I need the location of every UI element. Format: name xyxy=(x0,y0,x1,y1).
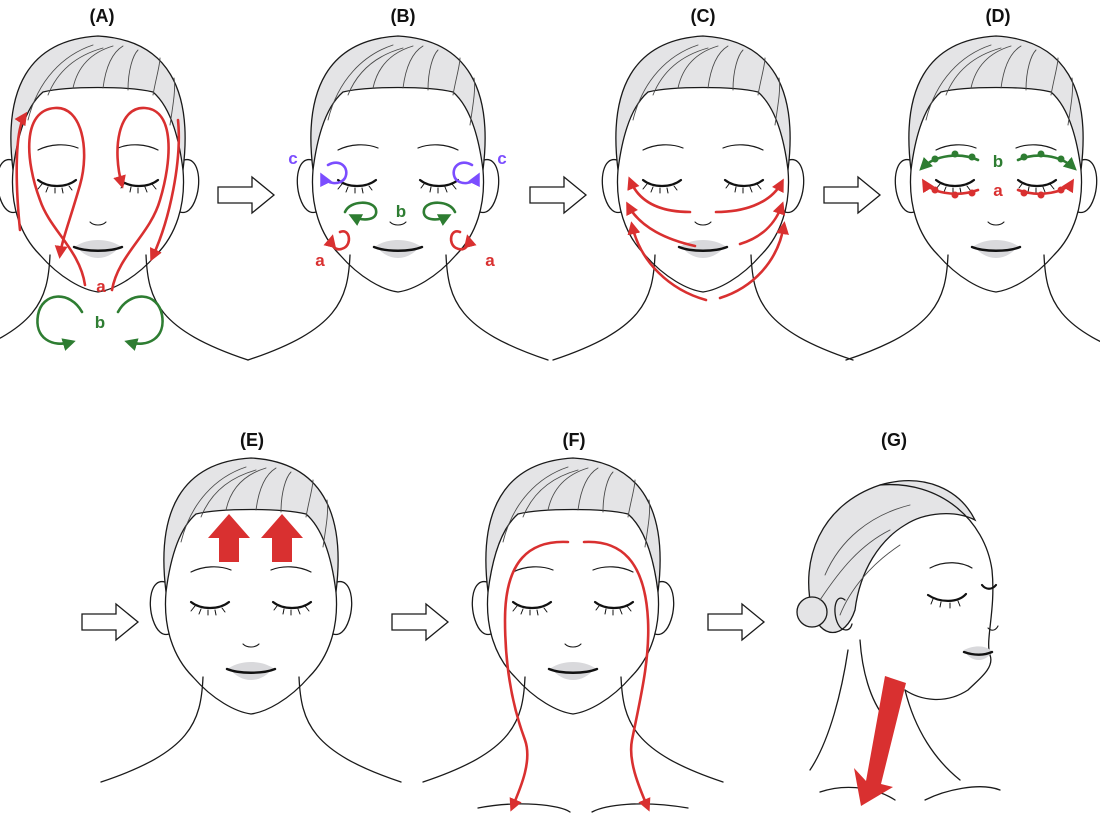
green-massage-path xyxy=(422,201,457,226)
red-massage-path xyxy=(110,106,170,292)
mark-a-label: a xyxy=(96,277,106,296)
step-arrow-icon xyxy=(217,176,275,214)
mark-b-label: b xyxy=(95,313,105,332)
green-massage-path xyxy=(36,295,84,351)
red-massage-path xyxy=(14,111,28,232)
head-illustration xyxy=(421,456,725,784)
panel-c: (C) xyxy=(551,6,855,362)
head-illustration xyxy=(0,34,250,362)
panel-e: (E) xyxy=(99,430,403,784)
panel-d-label: (D) xyxy=(986,6,1011,26)
mark-c-label: c xyxy=(497,149,506,168)
step-arrow-icon xyxy=(81,603,139,641)
mark-a-label: a xyxy=(485,251,495,270)
red-massage-path xyxy=(503,540,570,812)
panel-b: (B) c c b a a xyxy=(246,6,550,362)
step-arrow-icon xyxy=(391,603,449,641)
up-arrow-icon xyxy=(208,514,250,562)
collarbone-line xyxy=(477,803,571,813)
mark-b-label: b xyxy=(396,202,406,221)
red-massage-path xyxy=(323,230,351,251)
green-dots xyxy=(931,150,1065,163)
step-arrow-icon xyxy=(707,603,765,641)
panel-d: (D) b a xyxy=(844,6,1100,362)
panel-e-label: (E) xyxy=(240,430,264,450)
head-illustration xyxy=(246,34,550,362)
red-massage-path xyxy=(27,106,87,287)
red-massage-path xyxy=(582,540,651,812)
panel-g-label: (G) xyxy=(881,430,907,450)
panel-a-label: (A) xyxy=(90,6,115,26)
step-arrow-icon xyxy=(823,176,881,214)
purple-massage-path xyxy=(452,161,480,188)
panel-a: (A) a b xyxy=(0,6,250,362)
panel-c-label: (C) xyxy=(691,6,716,26)
step-arrow-icon xyxy=(529,176,587,214)
mark-a-label: a xyxy=(315,251,325,270)
head-illustration xyxy=(844,34,1100,362)
green-massage-path xyxy=(343,201,378,226)
red-massage-path xyxy=(627,176,692,214)
panel-f-label: (F) xyxy=(563,430,586,450)
mark-b-label: b xyxy=(993,152,1003,171)
down-arrow-icon xyxy=(854,676,906,806)
red-massage-path xyxy=(150,118,181,262)
mark-c-label: c xyxy=(288,149,297,168)
red-dots xyxy=(931,186,1065,199)
red-massage-path xyxy=(627,221,708,302)
purple-massage-path xyxy=(320,161,348,188)
head-illustration xyxy=(551,34,855,362)
mark-a-label: a xyxy=(993,181,1003,200)
red-massage-path xyxy=(626,201,697,248)
red-massage-path xyxy=(738,201,786,246)
up-arrow-icon xyxy=(261,514,303,562)
panel-f: (F) xyxy=(421,430,725,813)
head-illustration xyxy=(99,456,403,784)
red-massage-path xyxy=(449,230,477,251)
green-massage-path xyxy=(116,295,164,351)
red-massage-path xyxy=(714,178,784,214)
panel-g: (G) xyxy=(796,430,1001,806)
head-profile-illustration xyxy=(796,480,1001,801)
collarbone-line xyxy=(591,803,689,813)
red-massage-path xyxy=(718,221,789,300)
panel-b-label: (B) xyxy=(391,6,416,26)
